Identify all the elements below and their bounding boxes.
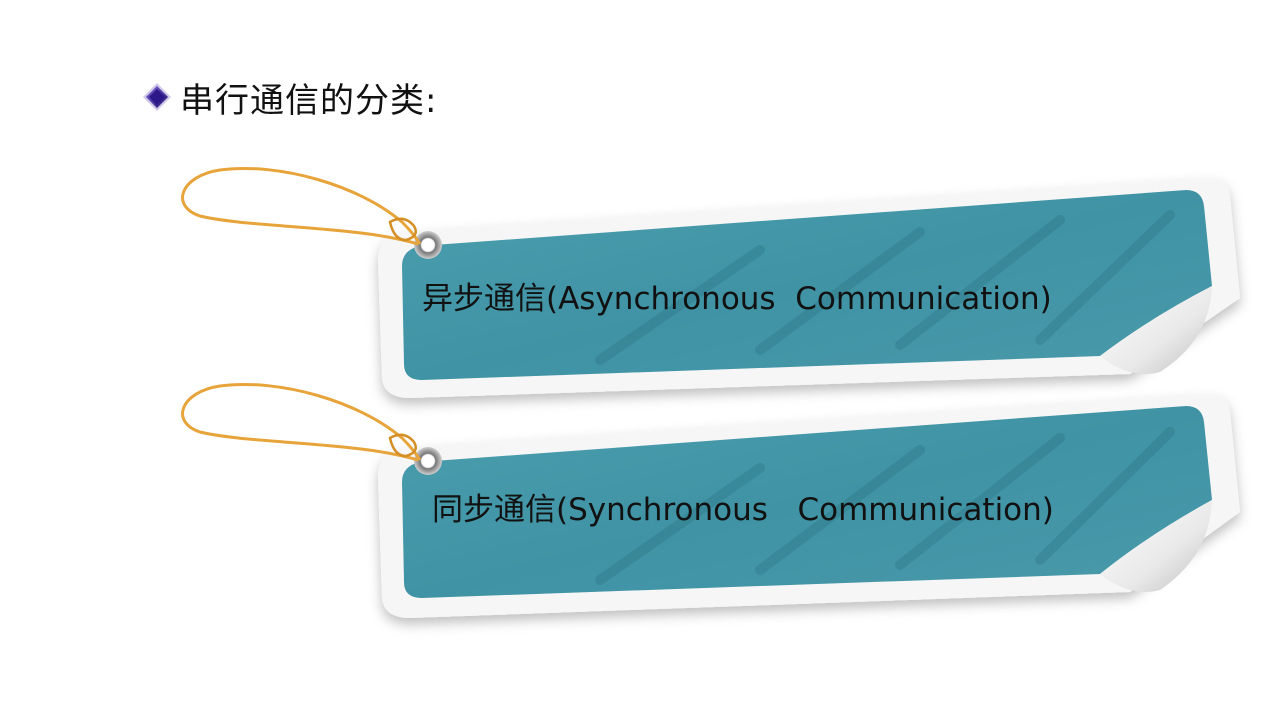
tag-label-sync: 同步通信(Synchronous Communication) (432, 492, 1054, 528)
diamond-bullet-icon (143, 83, 171, 111)
eyelet-icon (414, 447, 442, 475)
page-curl-icon (1100, 286, 1212, 374)
page-curl-icon (1100, 500, 1212, 592)
tag-label-async: 异步通信(Asynchronous Communication) (422, 281, 1052, 317)
eyelet-icon (414, 231, 442, 259)
tag-sync (181, 382, 1240, 618)
tag-string-icon (181, 382, 422, 462)
tag-async (181, 166, 1240, 398)
heading-text: 串行通信的分类: (180, 80, 438, 121)
tag-string-icon (181, 166, 422, 246)
heading: 串行通信的分类: (142, 72, 437, 122)
